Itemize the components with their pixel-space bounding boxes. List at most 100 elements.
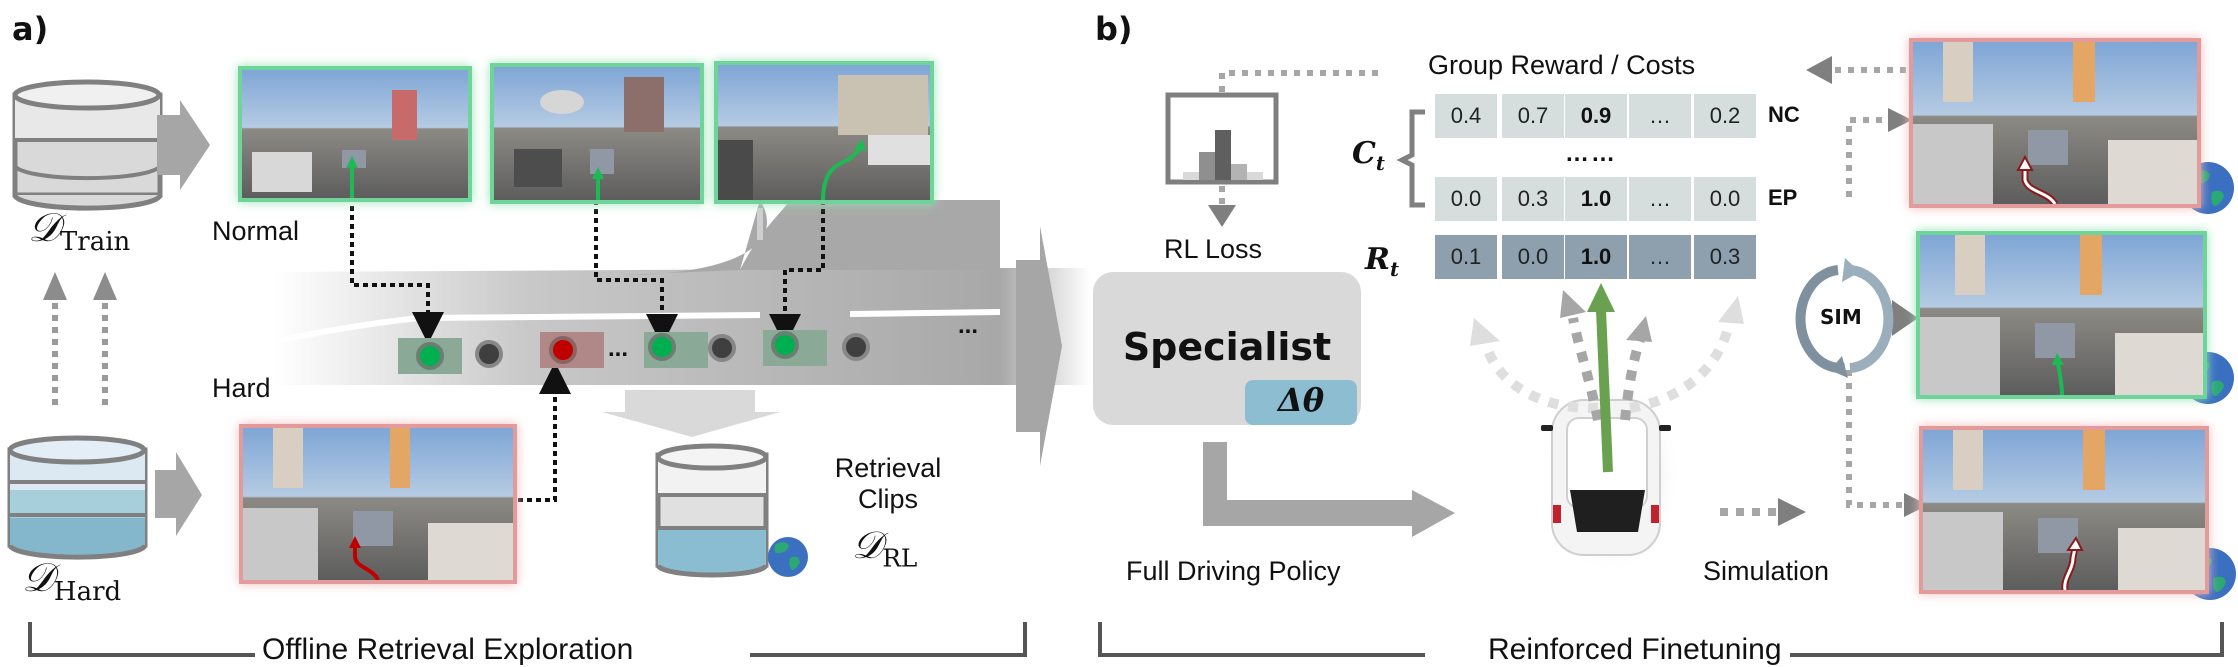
street-photo — [1920, 235, 2203, 395]
normal-clip-1[interactable] — [242, 70, 468, 198]
specialist-to-car-arrow — [1203, 442, 1455, 537]
retrieval-label-line1: Retrieval — [834, 453, 942, 483]
section-bracket-b — [1098, 622, 2224, 657]
ego-car-icon — [1541, 399, 1671, 556]
clip-to-timeline-connectors — [350, 197, 825, 502]
simulation-label: Simulation — [1703, 556, 1830, 586]
rl-loss-label: RL Loss — [1164, 234, 1263, 264]
street-photo — [1923, 430, 2205, 590]
database-rl-icon — [655, 443, 769, 578]
cost-cell: 0.9 — [1565, 94, 1627, 138]
normal-clip-2[interactable] — [494, 67, 700, 200]
panel-b-label: b) — [1095, 10, 1133, 48]
timeline-node[interactable] — [708, 334, 736, 362]
delta-theta-label: Δθ — [1277, 381, 1325, 419]
reward-cell: 0.0 — [1502, 235, 1564, 279]
hard-to-train-arrows — [43, 272, 117, 405]
sim-clip-2[interactable] — [1920, 235, 2203, 395]
cost-cell: 0.2 — [1694, 94, 1756, 138]
timeline-node-hard[interactable] — [549, 336, 577, 364]
db-subscript: Hard — [53, 577, 122, 608]
cost-cell: 1.0 — [1565, 177, 1627, 221]
street-photo — [242, 70, 468, 198]
traj-arrowhead — [1626, 316, 1652, 342]
traj-arrowhead — [1560, 290, 1586, 318]
retrieval-down-arrow — [602, 390, 780, 437]
cost-cell: 0.0 — [1435, 177, 1497, 221]
db-train-label: 𝒟Train — [28, 205, 130, 257]
street-photo — [718, 65, 930, 200]
database-train-icon — [12, 79, 163, 211]
retrieval-clips-label: Retrieval Clips — [832, 453, 944, 515]
timeline-node-selected[interactable] — [416, 342, 444, 370]
db-symbol: 𝒟 — [852, 523, 883, 567]
reward-symbol-main: R — [1365, 242, 1390, 277]
histogram-icon — [1165, 92, 1279, 185]
normal-clip-3[interactable] — [718, 65, 930, 200]
cost-cell: 0.7 — [1502, 94, 1564, 138]
sim-connectors — [1806, 56, 1928, 517]
db-symbol: 𝒟 — [28, 205, 60, 251]
specialist-label: Specialist — [1122, 325, 1332, 369]
cost-cell: 0.3 — [1502, 177, 1564, 221]
cost-symbol-main: C — [1352, 136, 1376, 171]
best-trajectory-arrow — [1587, 283, 1615, 473]
section-bracket-a — [28, 622, 1027, 657]
cost-symbol-sub: t — [1375, 151, 1385, 175]
reward-cell: 0.3 — [1694, 235, 1756, 279]
panel-transition-arrow — [1016, 226, 1062, 466]
candidate-trajectories — [1481, 317, 1735, 421]
db-subscript: RL — [882, 543, 918, 573]
db-rl-label: 𝒟RL — [852, 523, 917, 573]
timeline-ellipsis: ... — [608, 335, 629, 362]
cost-brace — [1396, 109, 1425, 208]
street-photo — [1913, 42, 2197, 204]
traj-arrowhead — [1718, 296, 1744, 324]
train-to-normal-arrow — [157, 100, 210, 190]
reward-cell: … — [1629, 235, 1691, 279]
car-to-sim-arrow — [1720, 498, 1806, 526]
timeline-node-selected[interactable] — [648, 333, 676, 361]
timeline-node[interactable] — [842, 333, 870, 361]
sim-clip-3[interactable] — [1923, 430, 2205, 590]
hard-label: Hard — [212, 373, 271, 403]
row-separator: …… — [1565, 140, 1617, 167]
cost-cell: 0.0 — [1694, 177, 1756, 221]
retrieval-label-line2: Clips — [857, 484, 918, 514]
db-hard-label: 𝒟Hard — [22, 555, 121, 607]
world-globe-icon — [768, 537, 808, 577]
hard-to-clip-arrow — [155, 452, 202, 536]
database-hard-icon — [7, 435, 148, 560]
reward-symbol: Rt — [1365, 242, 1399, 281]
panel-a-label: a) — [12, 10, 49, 48]
cost-cell: 0.4 — [1435, 94, 1497, 138]
full-policy-label: Full Driving Policy — [1126, 556, 1341, 586]
timeline-node[interactable] — [475, 340, 503, 368]
db-symbol: 𝒟 — [22, 555, 54, 601]
cost-cell: … — [1629, 177, 1691, 221]
reward-to-histogram-connector — [1208, 70, 1378, 227]
reward-cell: 0.1 — [1435, 235, 1497, 279]
db-subscript: Train — [59, 227, 131, 258]
cost-cell: … — [1629, 94, 1691, 138]
delta-theta-box — [1245, 380, 1357, 425]
section-title-a: Offline Retrieval Exploration — [262, 633, 634, 666]
sim-cycle-icon — [1795, 258, 1894, 378]
row-tag: NC — [1768, 102, 1800, 127]
section-title-b: Reinforced Finetuning — [1488, 633, 1782, 666]
cost-symbol: Ct — [1352, 136, 1385, 175]
street-photo — [243, 428, 513, 580]
timeline-node-selected[interactable] — [771, 331, 799, 359]
row-tag: EP — [1768, 185, 1798, 210]
normal-label: Normal — [212, 216, 300, 246]
hard-clip[interactable] — [243, 428, 513, 580]
reward-symbol-sub: t — [1389, 257, 1399, 281]
reward-cell: 1.0 — [1565, 235, 1627, 279]
sim-clip-1[interactable] — [1913, 42, 2197, 204]
traj-arrowhead — [1470, 318, 1500, 346]
street-photo — [494, 67, 700, 200]
timeline-trailing-ellipsis: ... — [958, 312, 979, 339]
group-reward-title: Group Reward / Costs — [1428, 50, 1696, 80]
sim-label: SIM — [1820, 305, 1862, 329]
